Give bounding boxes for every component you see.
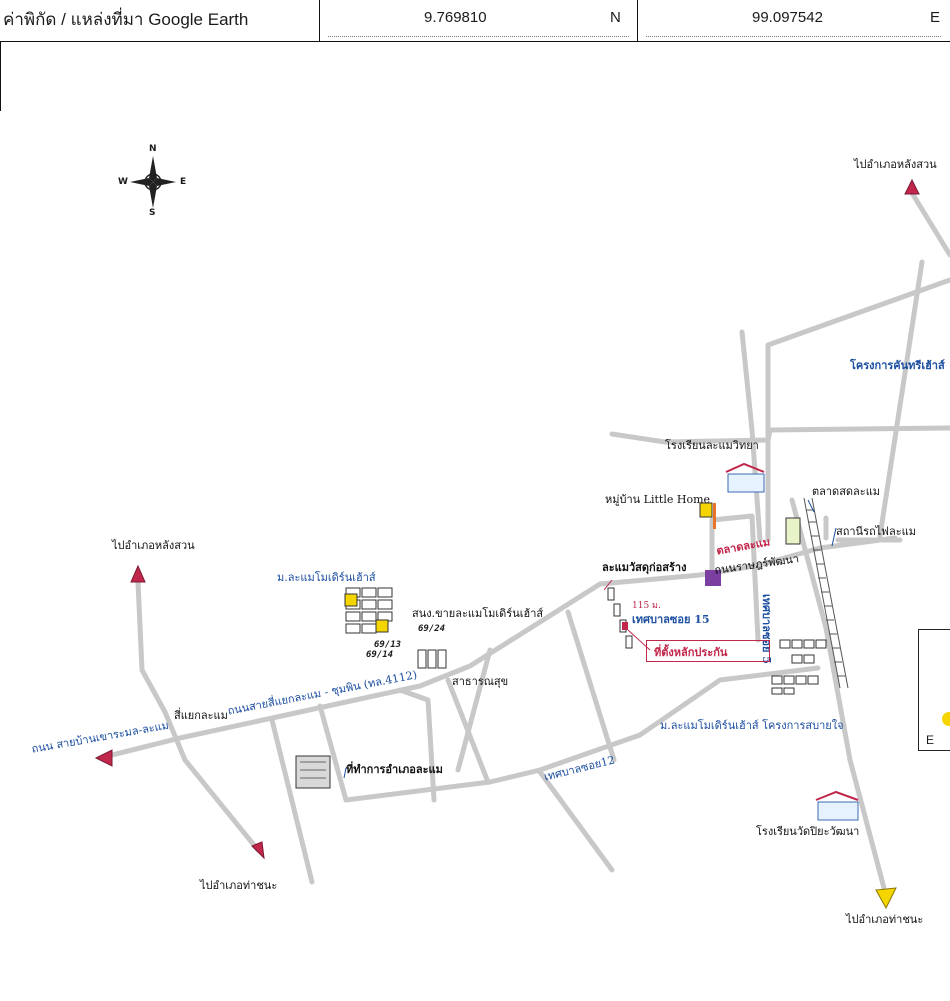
road-soi-5: [709, 513, 761, 643]
label-train-station: สถานีรถไฟละแม: [836, 525, 916, 538]
label-intersection-lamae: สี่แยกละแม: [174, 709, 228, 722]
label-village-little-home: หมู่บ้าน Little Home: [605, 493, 711, 506]
school-icon-bottom: [815, 790, 859, 821]
temple-marker: [705, 570, 721, 586]
label-soi-15: เทศบาลซอย 15: [632, 613, 710, 626]
road-to-thachana: [789, 497, 887, 891]
label-modern-house-sabai: ม.ละแมโมเดิร์นเฮ้าส์ โครงการสบายใจ: [660, 719, 844, 732]
road-main: [97, 535, 898, 761]
road-soi-12: [317, 665, 821, 803]
road-south: [537, 769, 615, 873]
longitude-underline: [646, 36, 941, 37]
yellow-markers: [344, 502, 713, 633]
compass-s: S: [149, 208, 156, 218]
direction-arrows: [94, 178, 920, 910]
latitude-cell: 9.769810 N: [320, 0, 638, 41]
railway: [803, 497, 849, 689]
label-to-langsuan-left: ไปอำเภอหลังสวน: [112, 539, 195, 552]
source-label: ค่าพิกัด / แหล่งที่มา Google Earth: [3, 10, 249, 29]
legend-marker-icon: [942, 712, 950, 726]
left-border: [0, 41, 1, 111]
label-plot-6914: 69/14: [366, 650, 394, 660]
district-office-icon: [295, 755, 331, 789]
compass-e: E: [180, 177, 187, 187]
label-public-health: สาธารณสุข: [452, 675, 509, 688]
road-left-north-south: [135, 579, 261, 853]
label-to-thachana-right: ไปอำเภอท่าชนะ: [846, 913, 924, 926]
source-cell: ค่าพิกัด / แหล่งที่มา Google Earth: [0, 0, 320, 41]
legend-box: [918, 629, 950, 751]
school-icon-top: [725, 462, 765, 493]
latitude-underline: [328, 36, 629, 37]
pointer-lines: [343, 499, 837, 779]
collateral-box: [646, 640, 770, 662]
road-ne: [877, 259, 925, 539]
road-network: [97, 190, 950, 891]
label-school-lamae-wittaya: โรงเรียนละแมวิทยา: [665, 439, 759, 452]
latitude-suffix: N: [610, 9, 621, 26]
orange-marker: [713, 503, 716, 529]
compass-n: N: [149, 144, 157, 154]
label-school-wat-piyawat: โรงเรียนวัดปิยะวัฒนา: [756, 825, 860, 838]
coordinate-header: ค่าพิกัด / แหล่งที่มา Google Earth 9.769…: [0, 0, 950, 42]
road-soi-a: [565, 609, 617, 763]
longitude-value: 99.097542: [752, 9, 823, 26]
compass-icon: [130, 156, 176, 208]
label-plot-6924: 69/24: [418, 624, 446, 634]
housing-blocks: [345, 517, 827, 695]
road-upper-right: [765, 277, 950, 543]
label-fresh-market: ตลาดสดละแม: [812, 485, 881, 498]
label-project-kanrawee: โครงการคันทรีเฮ้าส์: [850, 359, 945, 372]
collateral-marker: [622, 622, 628, 630]
longitude-suffix: E: [930, 9, 941, 26]
compass-rose: N S W E: [112, 144, 194, 218]
pointer-construction: [603, 579, 613, 591]
road-soi-c: [397, 687, 437, 803]
label-modern-house-top: ม.ละแมโมเดิร์นเฮ้าส์: [277, 571, 376, 584]
label-to-langsuan-top: ไปอำเภอหลังสวน: [854, 158, 937, 171]
latitude-value: 9.769810: [424, 9, 487, 26]
road-soi-d: [445, 677, 491, 785]
label-collateral-location: ที่ตั้งหลักประกัน: [654, 646, 728, 659]
label-plot-6913: 69/13: [374, 640, 402, 650]
label-to-thachana-left: ไปอำเภอท่าชนะ: [200, 879, 278, 892]
longitude-cell: 99.097542 E: [638, 0, 949, 41]
road-district: [269, 717, 315, 885]
road-soi-b: [455, 647, 493, 773]
compass-w: W: [118, 177, 128, 187]
road-school-lamae: [609, 425, 950, 445]
road-to-langsuan-top: [909, 190, 950, 258]
label-sales-office: สนง.ขายละแมโมเดิร์นเฮ้าส์: [412, 607, 544, 620]
label-lamae-construction: ละแมวัสดุก่อสร้าง: [602, 561, 687, 574]
label-distance-115: 115 ม.: [632, 601, 661, 611]
road-north-1: [739, 329, 763, 543]
legend-e: E: [926, 733, 935, 747]
label-district-office: ที่ทำการอำเภอละแม: [346, 763, 443, 776]
